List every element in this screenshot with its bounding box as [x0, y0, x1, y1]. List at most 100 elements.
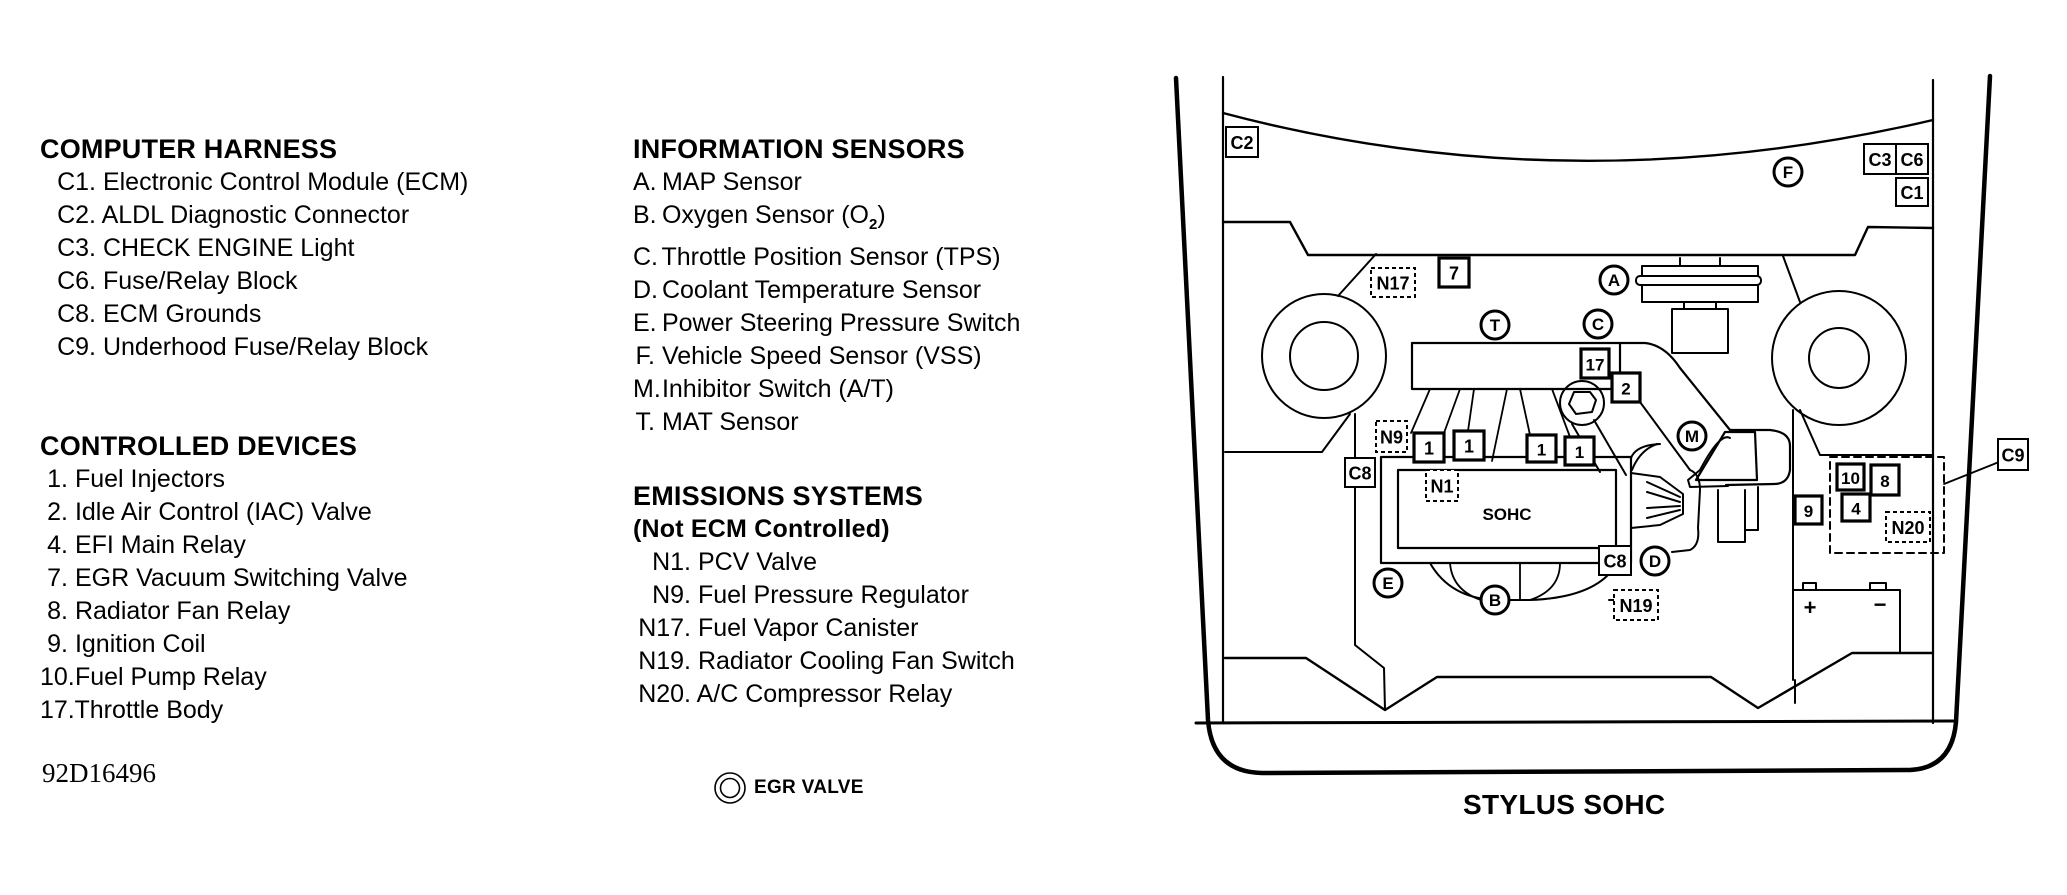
legend-item: 2. Idle Air Control (IAC) Valve [40, 496, 408, 529]
engine-block [1379, 455, 1633, 565]
callout-label: 10 [1841, 469, 1860, 488]
callout-box [1610, 371, 1642, 404]
component-callout-k1c: 1 [1525, 433, 1558, 464]
egr-valve-legend: EGR VALVE [712, 770, 864, 806]
legend-item-label: Coolant Temperature Sensor [661, 276, 982, 304]
diagram-caption: STYLUS SOHC [1463, 789, 1666, 820]
legend-item: 7. EGR Vacuum Switching Valve [40, 562, 407, 595]
legend-item-label: CHECK ENGINE Light [102, 234, 355, 262]
callout-label: 8 [1880, 472, 1889, 491]
legend-item-code: C2. [57, 201, 96, 229]
callout-box [1225, 126, 1259, 158]
callout-label: C2 [1230, 133, 1253, 153]
sensor-marker-label: M [1685, 427, 1699, 446]
legend-item: C2. ALDL Diagnostic Connector [40, 199, 468, 232]
legend-item: N20. A/C Compressor Relay [633, 678, 1015, 711]
legend-item-code: N20. [638, 680, 691, 708]
callout-box [1997, 438, 2029, 471]
component-callout-k1b: 1 [1452, 429, 1486, 462]
legend-item-label: Radiator Cooling Fan Switch [697, 647, 1015, 675]
legend-item-code: C3. [57, 234, 96, 262]
callout-box [1437, 256, 1471, 289]
legend-item-label: EFI Main Relay [74, 531, 246, 559]
legend-item-code: 8. [47, 597, 68, 625]
sensor-marker-m: M [1676, 420, 1708, 452]
callout-box [1425, 469, 1459, 502]
cowl-curve [1221, 111, 1935, 163]
callout-label: 7 [1449, 264, 1459, 284]
component-callout-k8: 8 [1869, 463, 1901, 497]
callout-label: C3 [1868, 150, 1891, 170]
component-callout-k17: 17 [1579, 347, 1611, 380]
callout-box [1375, 420, 1408, 453]
callout-box [1895, 143, 1929, 175]
callout-box [1563, 435, 1596, 467]
legend-item: 10. Fuel Pump Relay [40, 661, 408, 694]
sensor-marker-circle [1598, 264, 1630, 296]
callout-box [1869, 463, 1901, 497]
legend-item-code: C9. [57, 333, 96, 361]
legend-item-code: N9. [652, 581, 691, 609]
legend-item-label: Oxygen Sensor (O [661, 201, 869, 229]
callout-box [1863, 143, 1897, 175]
legend-item: 4. EFI Main Relay [40, 529, 408, 562]
legend-item-label: ECM Grounds [102, 300, 262, 328]
legend-item-label: Fuel Vapor Canister [697, 614, 919, 642]
legend-item-code: T. [635, 408, 655, 436]
c9-leader-line [1943, 461, 2000, 485]
legend-item-label: Ignition Coil [74, 630, 206, 658]
callout-label: N17 [1376, 274, 1409, 294]
legend-item: N19. Radiator Cooling Fan Switch [633, 645, 1015, 678]
emissions-systems-heading: EMISSIONS SYSTEMS [633, 481, 923, 511]
legend-item: M. Inhibitor Switch (A/T) [633, 373, 1020, 406]
callout-label: 4 [1851, 500, 1861, 519]
legend-item-code: E. [633, 309, 657, 337]
engine-label: SOHC [1482, 505, 1531, 524]
sensor-marker-circle [1479, 309, 1511, 341]
egr-valve-label: EGR VALVE [754, 777, 864, 798]
callout-label: C8 [1603, 552, 1626, 572]
callout-box [1835, 462, 1866, 492]
information-sensors-heading: INFORMATION SENSORS [633, 134, 965, 164]
component-callout-c2: C2 [1225, 126, 1259, 158]
lower-crossmember [1223, 651, 1935, 712]
sensor-marker-label: D [1649, 552, 1661, 571]
callout-label: 1 [1424, 439, 1434, 459]
legend-item-code: C8. [57, 300, 96, 328]
callout-box [1579, 347, 1611, 380]
component-callout-k1a: 1 [1412, 431, 1446, 464]
legend-column-middle-lower: EMISSIONS SYSTEMS (Not ECM Controlled) N… [633, 480, 1015, 711]
sensor-marker-t: T [1479, 309, 1511, 341]
callout-box [1613, 589, 1659, 621]
sensor-marker-e: E [1372, 567, 1404, 599]
right-strut-tower [1771, 290, 1907, 426]
intake-manifold [1410, 341, 1622, 391]
legend-item-code: 1. [47, 465, 68, 493]
legend-item: N9. Fuel Pressure Regulator [633, 579, 1015, 612]
legend-item-label: A/C Compressor Relay [696, 680, 953, 708]
legend-item-code: 9. [47, 630, 68, 658]
sensor-marker-circle [1479, 584, 1511, 616]
legend-item-label: ALDL Diagnostic Connector [101, 201, 410, 229]
callout-box [1412, 431, 1446, 464]
callout-box [1370, 267, 1416, 298]
component-callout-n1: N1 [1425, 469, 1459, 502]
legend-item-code: C. [633, 243, 658, 271]
legend-item-label: Throttle Position Sensor (TPS) [661, 243, 1001, 271]
sensor-marker-label: C [1592, 315, 1604, 334]
legend-item-code: 4. [47, 531, 68, 559]
callout-label: 1 [1464, 437, 1474, 457]
subscript: 2 [868, 216, 878, 233]
callout-label: N20 [1891, 518, 1924, 538]
legend-item-code: B. [633, 201, 657, 229]
component-callout-k1d: 1 [1563, 435, 1596, 467]
sensor-marker-b: B [1479, 584, 1511, 616]
sensor-marker-circle [1582, 308, 1614, 340]
callout-box [1525, 433, 1558, 464]
battery-positive-terminal: + [1804, 595, 1817, 620]
legend-item-label: Vehicle Speed Sensor (VSS) [661, 342, 982, 370]
legend-item: 9. Ignition Coil [40, 628, 408, 661]
callout-label: 2 [1621, 380, 1630, 399]
legend-item-code: D. [633, 276, 658, 304]
legend-item: T. MAT Sensor [633, 406, 1020, 439]
